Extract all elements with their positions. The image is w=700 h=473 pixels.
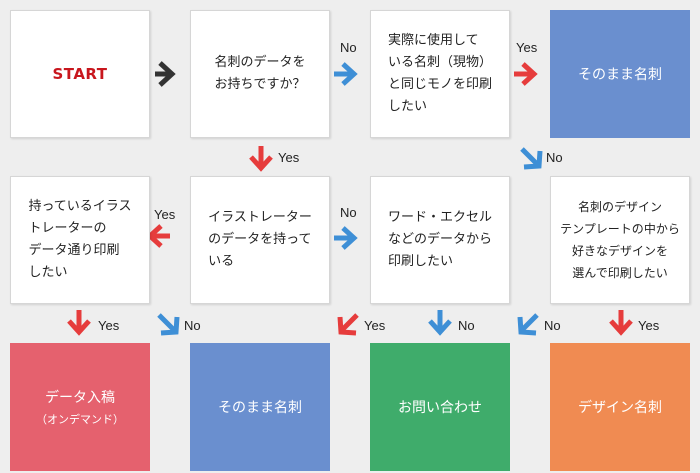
arrow-q6-to-inquiry	[520, 313, 539, 332]
result-as-is-top-label: そのまま名刺	[578, 67, 662, 83]
arrow-start-to-q1	[158, 61, 176, 87]
label-no-q1: No	[340, 40, 357, 55]
result-inquiry: お問い合わせ	[370, 343, 510, 471]
label-yes-q4: Yes	[98, 318, 120, 333]
question-illustrator-print-text: 持っているイラス トレーターの データ通り印刷 したい	[28, 199, 132, 280]
label-no-q2: No	[546, 150, 563, 165]
result-design-label: デザイン名刺	[578, 400, 662, 416]
result-data-entry: データ入稿 （オンデマンド）	[10, 343, 150, 471]
start-label: START	[52, 65, 108, 83]
result-as-is-top: そのまま名刺	[550, 10, 690, 138]
label-yes-q5: Yes	[364, 318, 386, 333]
arrow-q2-to-q6	[520, 147, 539, 166]
label-no-q6: No	[544, 318, 561, 333]
label-no-q3: No	[340, 205, 357, 220]
question-illustrator-print: 持っているイラス トレーターの データ通り印刷 したい	[10, 176, 150, 304]
label-yes-q3: Yes	[154, 207, 176, 222]
question-word-excel: ワード・エクセル などのデータから 印刷したい	[370, 176, 510, 304]
result-as-is-label: そのまま名刺	[218, 400, 302, 416]
question-template: 名刺のデザイン テンプレートの中から 好きなデザインを 選んで印刷したい	[550, 176, 690, 304]
question-same-as-current: 実際に使用して いる名刺（現物） と同じモノを印刷 したい	[370, 10, 510, 138]
question-template-text: 名刺のデザイン テンプレートの中から 好きなデザインを 選んで印刷したい	[560, 200, 680, 280]
question-has-data-text: 名刺のデータを お持ちですか？	[214, 55, 306, 92]
label-yes-q2: Yes	[516, 40, 538, 55]
question-has-illustrator-text: イラストレーター のデータを持って いる	[208, 210, 312, 269]
label-yes-q6: Yes	[638, 318, 660, 333]
question-has-illustrator: イラストレーター のデータを持って いる	[190, 176, 330, 304]
arrow-q4-to-as-is	[157, 313, 176, 332]
result-data-entry-sub: （オンデマンド）	[36, 413, 124, 426]
label-yes-q1: Yes	[278, 150, 300, 165]
start-node: START	[10, 10, 150, 138]
label-no-q5: No	[458, 318, 475, 333]
result-data-entry-label: データ入稿	[45, 390, 115, 406]
arrow-q5-to-as-is	[340, 313, 359, 332]
result-design: デザイン名刺	[550, 343, 690, 471]
question-same-as-current-text: 実際に使用して いる名刺（現物） と同じモノを印刷 したい	[387, 33, 492, 114]
label-no-q4: No	[184, 318, 201, 333]
result-as-is: そのまま名刺	[190, 343, 330, 471]
result-inquiry-label: お問い合わせ	[398, 400, 482, 416]
question-has-data: 名刺のデータを お持ちですか？	[190, 10, 330, 138]
question-word-excel-text: ワード・エクセル などのデータから 印刷したい	[387, 210, 492, 269]
